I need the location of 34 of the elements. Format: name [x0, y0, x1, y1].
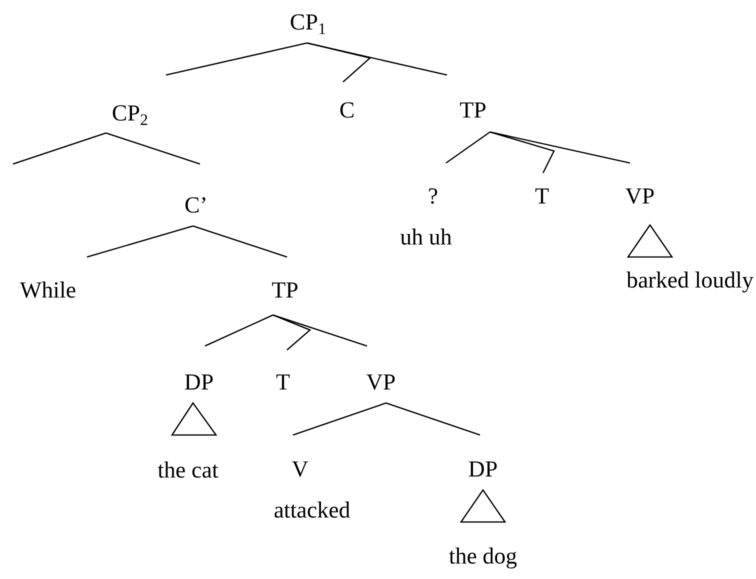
tree-node-label: T	[534, 183, 550, 209]
tree-node-label: DP	[184, 369, 214, 395]
terminal-words: attacked	[274, 497, 350, 523]
tree-node-label: CP$_{2}$	[112, 100, 148, 126]
tree-branch	[272, 314, 312, 350]
tree-branch	[306, 42, 448, 76]
tree-node-label: VP	[366, 369, 396, 395]
tree-branch	[106, 132, 200, 165]
terminal-words: barked loudly	[626, 267, 754, 293]
tree-node-label: TP	[272, 277, 298, 303]
tree-node-label: T	[276, 369, 290, 395]
tree-branch	[204, 314, 274, 347]
tree-branch	[446, 131, 490, 164]
tree-node-label: TP	[460, 97, 486, 123]
terminal-words: the dog	[448, 543, 518, 569]
tree-node-label: ?	[428, 183, 438, 209]
tree-branch	[292, 402, 386, 436]
tree-branch	[490, 131, 630, 164]
tree-node-label: While	[20, 277, 76, 303]
tree-branch	[490, 131, 555, 174]
tree-node-label: CP$_{1}$	[290, 9, 326, 35]
tree-node-label: V	[292, 456, 308, 482]
tree-branch	[166, 42, 308, 76]
tree-branch	[272, 314, 368, 347]
tree-branch	[192, 225, 288, 258]
terminal-words: uh uh	[400, 224, 452, 250]
tree-node-label: DP	[468, 456, 498, 482]
tree-node-label: C’	[184, 192, 208, 218]
terminal-words: the cat	[158, 457, 218, 483]
tree-branch	[12, 132, 106, 165]
tree-node-label: VP	[625, 183, 655, 209]
tree-node-label: C	[339, 97, 355, 123]
tree-branch	[86, 225, 194, 258]
tree-branch	[386, 402, 480, 436]
